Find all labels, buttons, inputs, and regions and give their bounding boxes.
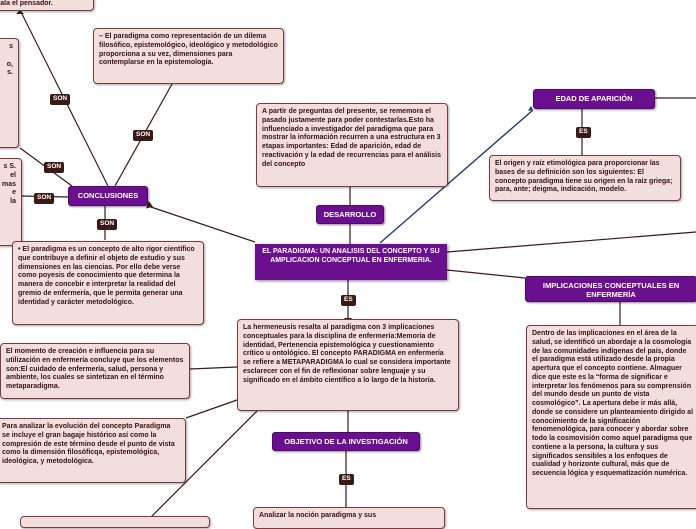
tag-son-1: SON [50,94,71,105]
connector-central-conclusiones [147,205,256,243]
tag-son-5: SON [97,219,118,230]
connector-central-edad [379,109,534,244]
note-evolucion: Para analizar la evolución del concepto … [0,418,186,483]
note-paradigma-rigor: • El paradigma es un concepto de alto ri… [12,241,204,325]
note-left-fragment-b: s S. el mas e la [0,158,22,246]
note-hermeneusis: La hermeneusis resalta al paradigma con … [237,319,459,411]
note-desarrollo: A partir de preguntas del presente, se r… [256,103,448,187]
note-momento: El momento de creación e influencia para… [0,343,190,399]
topic-conclusiones[interactable]: CONCLUSIONES [68,186,148,206]
tag-es-objetivo: ES [339,474,354,485]
tag-son-4: SON [34,193,55,204]
note-paradigma-dilema: – El paradigma como representación de un… [93,28,284,84]
tag-son-2: SON [133,130,154,141]
tag-es-edad: ES [576,127,591,138]
topic-implicaciones[interactable]: IMPLICACIONES CONCEPTUALES EN ENFERMERÍA [525,276,696,302]
tag-son-3: SON [44,162,65,173]
note-top-left-fragment: dala el pensador. [0,0,94,11]
note-left-fragment-a: s o, s. [0,38,19,148]
central-topic[interactable]: EL PARADIGMA: UN ANALISIS DEL CONCEPTO Y… [255,244,447,280]
note-edad-aparicion: El origen y raíz etimológica para propor… [489,155,681,201]
note-bottom-left-fragment [20,516,210,528]
tag-es-central: ES [341,295,356,306]
topic-desarrollo[interactable]: DESARROLLO [316,205,384,224]
topic-edad-aparicion[interactable]: EDAD DE APARICIÓN [533,89,655,109]
note-objetivo: Analizar la noción paradigma y sus [253,507,445,529]
topic-objetivo[interactable]: OBJETIVO DE LA INVESTIGACIÓN [272,432,420,451]
note-implicaciones: Dentro de las implicaciones en el área d… [526,325,696,509]
